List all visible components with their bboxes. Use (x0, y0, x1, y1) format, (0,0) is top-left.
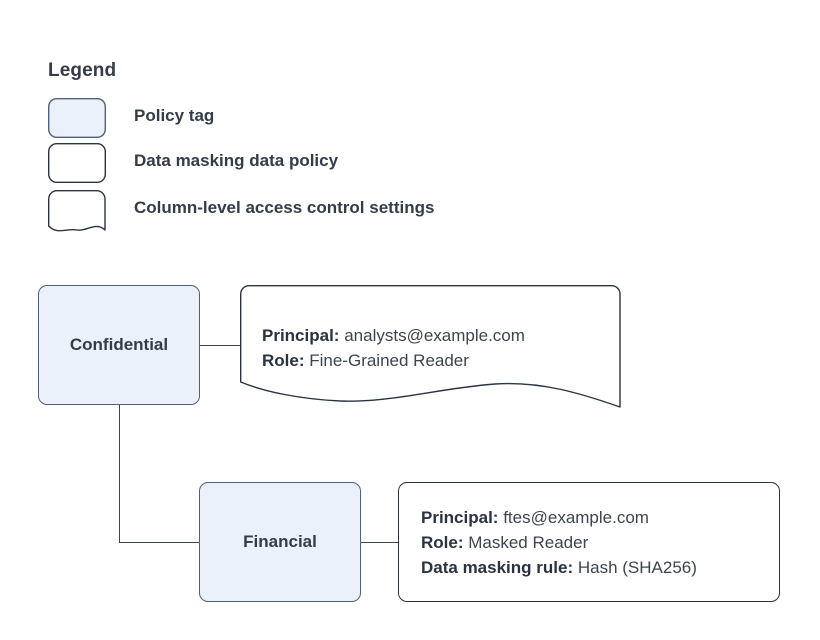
connector-confidential-down (119, 405, 121, 543)
legend-label-column-access-control: Column-level access control settings (134, 198, 435, 217)
callout-value-masking-rule: Hash (SHA256) (577, 558, 697, 577)
callout-key-masking-rule: Data masking rule: (421, 558, 574, 577)
connector-financial-to-policy-callout (361, 541, 399, 543)
callout-financial-policy-line-masking-rule: Data masking rule: Hash (SHA256) (421, 555, 697, 580)
connector-confidential-to-financial (119, 541, 200, 543)
legend-label-policy-tag: Policy tag (134, 106, 215, 125)
legend-swatch-policy-tag (47, 97, 106, 138)
callout-key-principal-2: Principal: (421, 508, 499, 527)
callout-value-principal: analysts@example.com (344, 326, 525, 345)
callout-key-role: Role: (262, 351, 305, 370)
node-financial-label: Financial (243, 532, 317, 551)
callout-confidential-access-line-role: Role: Fine-Grained Reader (262, 348, 469, 373)
callout-key-role-2: Role: (421, 533, 464, 552)
callout-financial-policy-line-role: Role: Masked Reader (421, 530, 588, 555)
callout-confidential-access[interactable]: Principal: analysts@example.com Role: Fi… (240, 285, 622, 413)
legend-title: Legend (48, 60, 117, 81)
legend-swatch-column-access-control (48, 190, 106, 232)
connector-confidential-to-access-callout (200, 345, 241, 347)
node-confidential[interactable]: Confidential (38, 285, 200, 405)
callout-financial-policy[interactable]: Principal: ftes@example.com Role: Masked… (398, 482, 780, 602)
callout-value-principal-2: ftes@example.com (503, 508, 649, 527)
callout-confidential-access-line-principal: Principal: analysts@example.com (262, 323, 525, 348)
node-financial[interactable]: Financial (199, 482, 361, 602)
callout-key-principal: Principal: (262, 326, 340, 345)
legend-swatch-data-masking-policy (47, 142, 106, 183)
callout-financial-policy-line-principal: Principal: ftes@example.com (421, 505, 649, 530)
callout-value-role-2: Masked Reader (468, 533, 589, 552)
node-confidential-label: Confidential (69, 335, 169, 354)
legend-label-data-masking-policy: Data masking data policy (134, 151, 339, 170)
callout-value-role: Fine-Grained Reader (309, 351, 469, 370)
